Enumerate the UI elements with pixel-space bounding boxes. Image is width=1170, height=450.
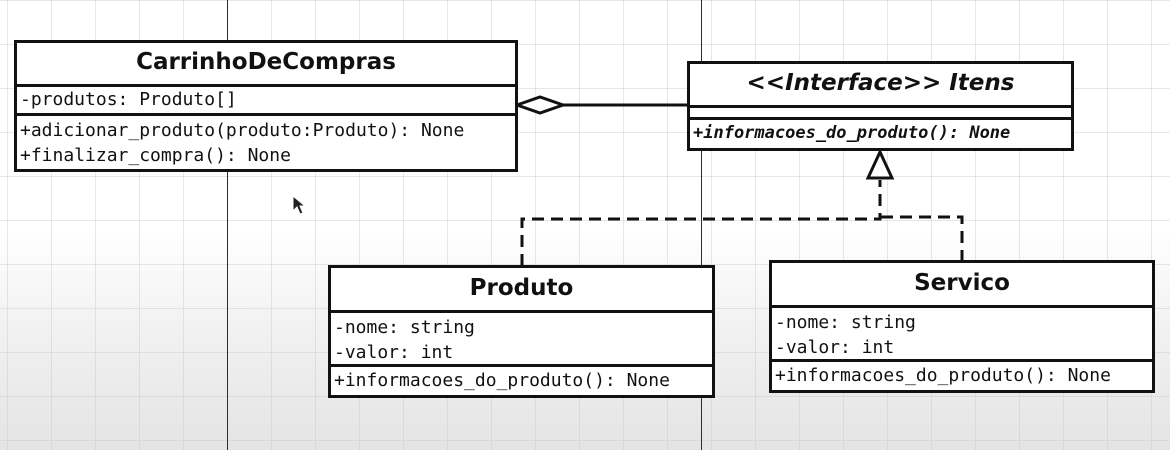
class-carrinho-de-compras[interactable]: CarrinhoDeCompras -produtos: Produto[] +… bbox=[14, 40, 518, 172]
attribute-nome-servico: -nome: string bbox=[775, 312, 916, 333]
class-name-itens: <<Interface>> Itens bbox=[690, 64, 1071, 108]
method-finalizar-compra: +finalizar_compra(): None bbox=[20, 145, 291, 166]
methods-servico: +informacoes_do_produto(): None bbox=[772, 362, 1152, 388]
class-name-carrinho: CarrinhoDeCompras bbox=[17, 43, 515, 87]
class-servico[interactable]: Servico -nome: string -valor: int +infor… bbox=[769, 260, 1155, 393]
attribute-valor-produto: -valor: int bbox=[334, 342, 454, 363]
method-adicionar-produto: +adicionar_produto(produto:Produto): Non… bbox=[20, 120, 465, 141]
class-produto[interactable]: Produto -nome: string -valor: int +infor… bbox=[328, 265, 715, 398]
class-name-servico: Servico bbox=[772, 263, 1152, 308]
methods-produto: +informacoes_do_produto(): None bbox=[331, 367, 712, 393]
attribute-produtos: -produtos: Produto[] bbox=[20, 89, 237, 110]
realization-line-servico bbox=[880, 215, 964, 262]
method-informacoes-do-produto-servico: +informacoes_do_produto(): None bbox=[775, 365, 1111, 386]
method-informacoes-do-produto-itens: +informacoes_do_produto(): None bbox=[693, 123, 1011, 143]
attributes-servico: -nome: string -valor: int bbox=[772, 308, 1152, 362]
attribute-valor-servico: -valor: int bbox=[775, 337, 895, 358]
attributes-itens bbox=[690, 108, 1071, 120]
aggregation-diamond bbox=[512, 95, 568, 115]
attributes-produto: -nome: string -valor: int bbox=[331, 313, 712, 367]
attributes-carrinho: -produtos: Produto[] bbox=[17, 87, 515, 116]
realization-line-produto bbox=[520, 180, 882, 266]
attribute-nome-produto: -nome: string bbox=[334, 317, 475, 338]
guide-line-right bbox=[701, 0, 702, 450]
methods-carrinho: +adicionar_produto(produto:Produto): Non… bbox=[17, 116, 515, 168]
realization-arrowhead bbox=[865, 148, 895, 180]
guide-line-left bbox=[227, 0, 228, 450]
method-informacoes-do-produto-produto: +informacoes_do_produto(): None bbox=[334, 370, 670, 391]
methods-itens: +informacoes_do_produto(): None bbox=[690, 120, 1071, 146]
class-name-produto: Produto bbox=[331, 268, 712, 313]
class-interface-itens[interactable]: <<Interface>> Itens +informacoes_do_prod… bbox=[687, 61, 1074, 151]
mouse-cursor-icon bbox=[292, 195, 307, 215]
